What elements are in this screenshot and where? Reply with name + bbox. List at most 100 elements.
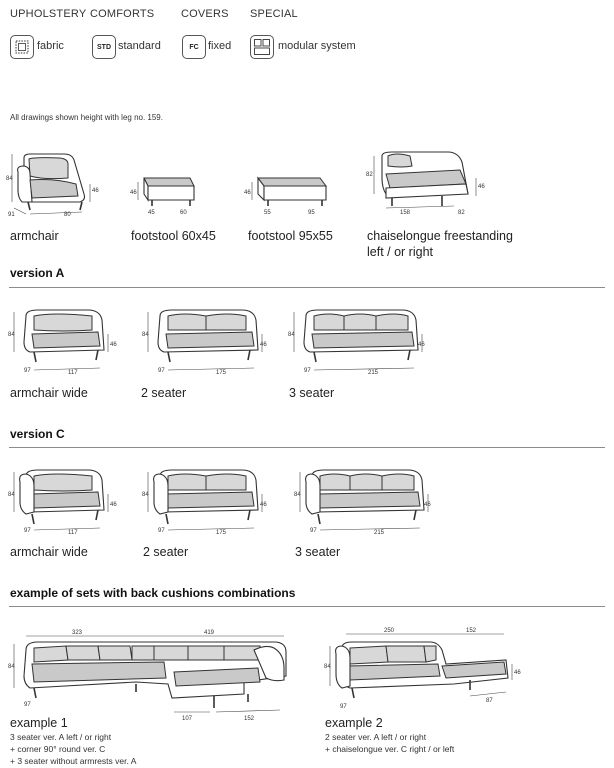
modular-system-icon — [250, 35, 274, 59]
version-c-2-seater-caption: 2 seater — [143, 545, 189, 559]
ex2-depth-dim: 97 — [340, 704, 347, 710]
ex2-top-left-dim: 250 — [384, 628, 395, 634]
ex1-chaise-width-dim: 152 — [244, 716, 255, 722]
example-1-line-2: + corner 90° round ver. C — [10, 744, 106, 754]
version-a-armchair-wide-caption: armchair wide — [10, 386, 88, 400]
standard-label: standard — [118, 40, 161, 52]
ex1-depth-dim: 97 — [24, 702, 31, 708]
version-a-title: version A — [10, 266, 65, 280]
version-a-divider — [9, 287, 605, 288]
va-2seater-seat-dim: 46 — [260, 342, 267, 348]
vc-armchair-height-dim: 84 — [8, 492, 15, 498]
vc-3seater-width-dim: 215 — [374, 530, 385, 536]
version-a-3-seater-drawing: 84 46 97 215 — [288, 309, 425, 376]
example-2-drawing: 250 152 84 46 97 87 — [324, 628, 521, 710]
va-armchair-depth-dim: 97 — [24, 368, 31, 374]
vc-3seater-seat-dim: 46 — [424, 502, 431, 508]
examples-title: example of sets with back cushions combi… — [10, 586, 296, 600]
vc-2seater-height-dim: 84 — [142, 492, 149, 498]
armchair-drawing: 84 46 91 80 — [6, 153, 99, 218]
chaiselongue-caption: chaiselongue freestanding left / or righ… — [367, 229, 513, 259]
armchair-caption: armchair — [10, 229, 59, 243]
va-2seater-width-dim: 175 — [216, 370, 227, 376]
version-a-3-seater-caption: 3 seater — [289, 386, 335, 400]
ex2-seat-dim: 46 — [514, 670, 521, 676]
fabric-swatch-icon — [10, 35, 34, 59]
va-3seater-depth-dim: 97 — [304, 368, 311, 374]
chaise-height-dim: 82 — [366, 172, 373, 178]
version-a-2-seater-drawing: 84 46 97 175 — [142, 309, 267, 376]
va-armchair-height-dim: 84 — [8, 332, 15, 338]
example-1-drawing: 323 419 84 97 107 152 — [8, 630, 287, 722]
fs60-depth-dim: 45 — [148, 210, 155, 216]
example-2-line-2: + chaiselongue ver. C right / or left — [325, 744, 455, 754]
version-c-2-seater-drawing: 84 46 97 175 — [142, 469, 267, 536]
version-c-armchair-wide-drawing: 84 46 97 117 — [8, 469, 117, 536]
example-2-caption: example 2 — [325, 716, 383, 730]
version-c-title: version C — [10, 427, 65, 441]
header-covers: COVERS — [181, 8, 229, 20]
version-c-3-seater-caption: 3 seater — [295, 545, 341, 559]
fixed-label: fixed — [208, 40, 232, 52]
fs60-height-dim: 46 — [130, 190, 137, 196]
ex1-top-left-dim: 323 — [72, 630, 83, 636]
va-2seater-height-dim: 84 — [142, 332, 149, 338]
va-armchair-seat-dim: 46 — [110, 342, 117, 348]
fc-badge-text: FC — [189, 43, 199, 51]
vc-3seater-height-dim: 84 — [294, 492, 301, 498]
va-3seater-height-dim: 84 — [288, 332, 295, 338]
vc-2seater-seat-dim: 46 — [260, 502, 267, 508]
ex1-chaise-depth-dim: 107 — [182, 716, 193, 722]
armchair-depth-dim: 91 — [8, 212, 15, 218]
example-2-line-1: 2 seater ver. A left / or right — [325, 732, 427, 742]
va-3seater-width-dim: 215 — [368, 370, 379, 376]
header-comforts: COMFORTS — [90, 8, 155, 20]
fixed-cover-icon: FC — [182, 35, 206, 59]
vc-3seater-depth-dim: 97 — [310, 528, 317, 534]
header-upholstery: UPHOLSTERY — [10, 8, 87, 20]
armchair-width-dim: 80 — [64, 212, 71, 218]
version-c-divider — [9, 447, 605, 448]
ex2-height-dim: 84 — [324, 664, 331, 670]
footstool-60x45-caption: footstool 60x45 — [131, 229, 216, 243]
vc-2seater-depth-dim: 97 — [158, 528, 165, 534]
va-armchair-width-dim: 117 — [68, 370, 78, 376]
ex1-top-right-dim: 419 — [204, 630, 215, 636]
legs-note: All drawings shown height with leg no. 1… — [10, 113, 163, 122]
armchair-height-dim: 84 — [6, 176, 13, 182]
va-2seater-depth-dim: 97 — [158, 368, 165, 374]
vc-armchair-seat-dim: 46 — [110, 502, 117, 508]
std-badge-text: STD — [97, 43, 111, 51]
fs95-width-dim: 95 — [308, 210, 315, 216]
vc-armchair-width-dim: 117 — [68, 530, 78, 536]
fabric-label: fabric — [37, 40, 64, 52]
ex1-height-dim: 84 — [8, 664, 15, 670]
chaise-seat-dim: 46 — [478, 184, 485, 190]
footstool-95x55-drawing: 46 55 95 — [244, 176, 327, 216]
vc-2seater-width-dim: 175 — [216, 530, 227, 536]
example-1-line-1: 3 seater ver. A left / or right — [10, 732, 112, 742]
version-c-armchair-wide-caption: armchair wide — [10, 545, 88, 559]
standard-comfort-icon: STD — [92, 35, 116, 59]
header-special: SPECIAL — [250, 8, 298, 20]
vc-armchair-depth-dim: 97 — [24, 528, 31, 534]
fs95-height-dim: 46 — [244, 190, 251, 196]
ex2-top-right-dim: 152 — [466, 628, 477, 634]
chaise-width-dim: 82 — [458, 210, 465, 216]
chaiselongue-drawing: 82 46 158 82 — [366, 151, 485, 216]
footstool-95x55-caption: footstool 95x55 — [248, 229, 333, 243]
version-a-2-seater-caption: 2 seater — [141, 386, 187, 400]
va-3seater-seat-dim: 46 — [418, 342, 425, 348]
modular-system-label: modular system — [278, 40, 356, 52]
examples-divider — [9, 606, 605, 607]
fs60-width-dim: 60 — [180, 210, 187, 216]
version-c-3-seater-drawing: 84 46 97 215 — [294, 469, 431, 536]
version-a-armchair-wide-drawing: 84 46 97 117 — [8, 309, 117, 376]
chaise-depth-dim: 158 — [400, 210, 411, 216]
example-1-line-3: + 3 seater without armrests ver. A — [10, 756, 137, 766]
armchair-seat-dim: 46 — [92, 188, 99, 194]
fs95-depth-dim: 55 — [264, 210, 271, 216]
footstool-60x45-drawing: 46 45 60 — [130, 177, 195, 216]
example-1-caption: example 1 — [10, 716, 68, 730]
ex2-chaise-width-dim: 87 — [486, 698, 493, 704]
